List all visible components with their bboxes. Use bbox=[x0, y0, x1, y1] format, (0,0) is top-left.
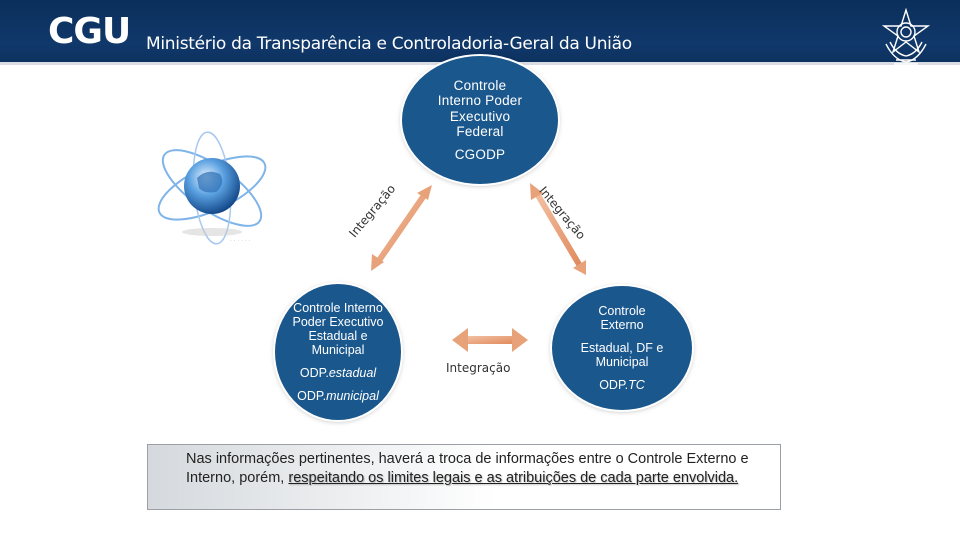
node-line: Poder Executivo bbox=[292, 315, 383, 329]
node-line: Interno Poder bbox=[438, 93, 522, 109]
bottom-double-arrow bbox=[452, 328, 528, 352]
node-controle-interno-estadual-municipal: Controle Interno Poder Executivo Estadua… bbox=[275, 284, 401, 420]
node-controle-interno-federal: Controle Interno Poder Executivo Federal… bbox=[402, 56, 558, 184]
note-underlined-text: respeitando os limites legais e as atrib… bbox=[288, 470, 738, 486]
node-line: Federal bbox=[456, 124, 503, 140]
node-line: Controle bbox=[454, 78, 507, 94]
node-controle-externo: Controle Externo Estadual, DF e Municipa… bbox=[552, 286, 692, 410]
node-line: Estadual e bbox=[308, 329, 367, 343]
globe-caption: · · · · · · bbox=[230, 238, 250, 244]
node-code-tc: ODP.TC bbox=[599, 378, 645, 392]
node-line: Controle bbox=[598, 304, 645, 318]
node-line: Controle Interno bbox=[293, 301, 383, 315]
note-box: Nas informações pertinentes, haverá a tr… bbox=[147, 444, 781, 510]
node-line: Executivo bbox=[450, 109, 510, 125]
node-code-estadual: ODP.estadual bbox=[300, 366, 376, 380]
label-integracao-bottom: Integração bbox=[446, 361, 510, 375]
node-line: Municipal bbox=[312, 343, 365, 357]
node-line: Estadual, DF e bbox=[581, 341, 664, 355]
node-line: Municipal bbox=[596, 355, 649, 369]
globe-atom-icon bbox=[152, 128, 282, 248]
node-line: Externo bbox=[600, 318, 643, 332]
node-code: CGODP bbox=[455, 147, 506, 163]
node-code-municipal: ODP.municipal bbox=[297, 389, 379, 403]
